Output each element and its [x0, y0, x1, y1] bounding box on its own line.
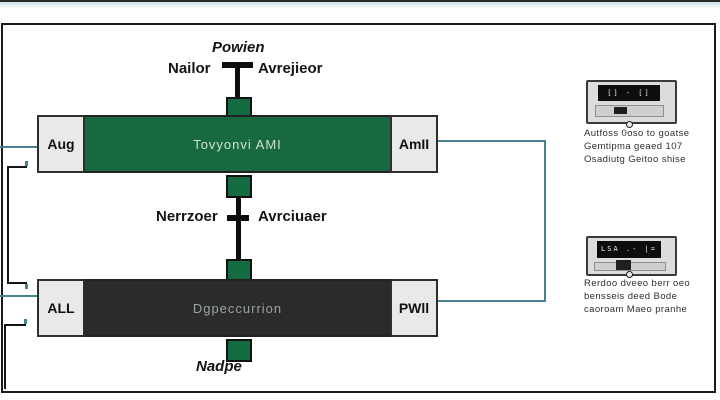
left-bracket-top-tick [7, 166, 27, 168]
left-lead-depression [0, 295, 37, 297]
left-hook-tick [4, 324, 26, 326]
mid-left-label: Nerrzoer [156, 208, 218, 225]
top-title-label: Powien [212, 39, 265, 56]
green-node-below-amplifier [226, 175, 252, 198]
depression-bar-label: Dgpeccurrion [85, 279, 390, 337]
depression-right-cap: PWll [390, 279, 438, 337]
left-bracket-top-nub [25, 161, 28, 166]
left-bracket-bottom-tick [7, 282, 27, 284]
device-top-knob [614, 107, 627, 114]
left-bracket-bottom-nub [25, 284, 28, 289]
right-bracket-vertical [544, 140, 546, 302]
device-bottom-caption-line1: Rerdoo dveeo berr oeo [584, 278, 691, 289]
device-bottom-caption: Rerdoo dveeo berr oeo bensseis deed Bode… [584, 277, 716, 316]
device-bottom-knob [616, 260, 631, 270]
left-hook-nub [24, 319, 27, 324]
device-bottom-caster-icon [626, 271, 633, 278]
depression-bar: ALL Dgpeccurrion PWll [37, 279, 438, 337]
top-stem-line [235, 68, 240, 98]
bottom-label: Nadpe [196, 358, 242, 375]
device-bottom-caption-line2: bensseis deed Bode [584, 291, 678, 302]
top-right-label: Avrejieor [258, 60, 323, 77]
green-node-bottom [226, 339, 252, 362]
mid-stem-line [236, 196, 241, 262]
ground-t-symbol [222, 62, 253, 68]
device-bottom-display: LSA .- |= [597, 241, 661, 258]
device-top-slider-strip [595, 105, 664, 117]
device-top-caption-line2: Gemtipma geaed 107 [584, 141, 683, 152]
device-bottom-caption-line3: caoroam Maeo pranhe [584, 304, 688, 315]
mid-junction-tick [227, 215, 249, 221]
left-hook-vertical [4, 324, 6, 389]
right-bracket-top [438, 140, 544, 142]
top-left-label: Nailor [168, 60, 211, 77]
window-top-border [0, 0, 720, 2]
device-top-caption-line3: Osadiutg Geitoo shise [584, 154, 686, 165]
depression-left-cap: ALL [37, 279, 85, 337]
amplifier-bar-label: Tovyonvi AMI [85, 115, 390, 173]
device-top-caption: Autfoss 0oso to goatse Gemtipma geaed 10… [584, 127, 716, 166]
device-top-caption-line1: Autfoss 0oso to goatse [584, 128, 690, 139]
window-top-gradient [0, 2, 720, 9]
amplifier-bar: Aug Tovyonvi AMI AmII [37, 115, 438, 173]
left-lead-amplifier [0, 146, 37, 148]
device-top-display: [] - [] [598, 85, 660, 101]
right-bracket-bottom [438, 300, 544, 302]
amplifier-left-cap: Aug [37, 115, 85, 173]
mid-right-label: Avrciuaer [258, 208, 327, 225]
amplifier-right-cap: AmII [390, 115, 438, 173]
left-bracket-vertical [7, 166, 9, 284]
device-top-caster-icon [626, 121, 633, 128]
diagram-frame [1, 23, 716, 393]
